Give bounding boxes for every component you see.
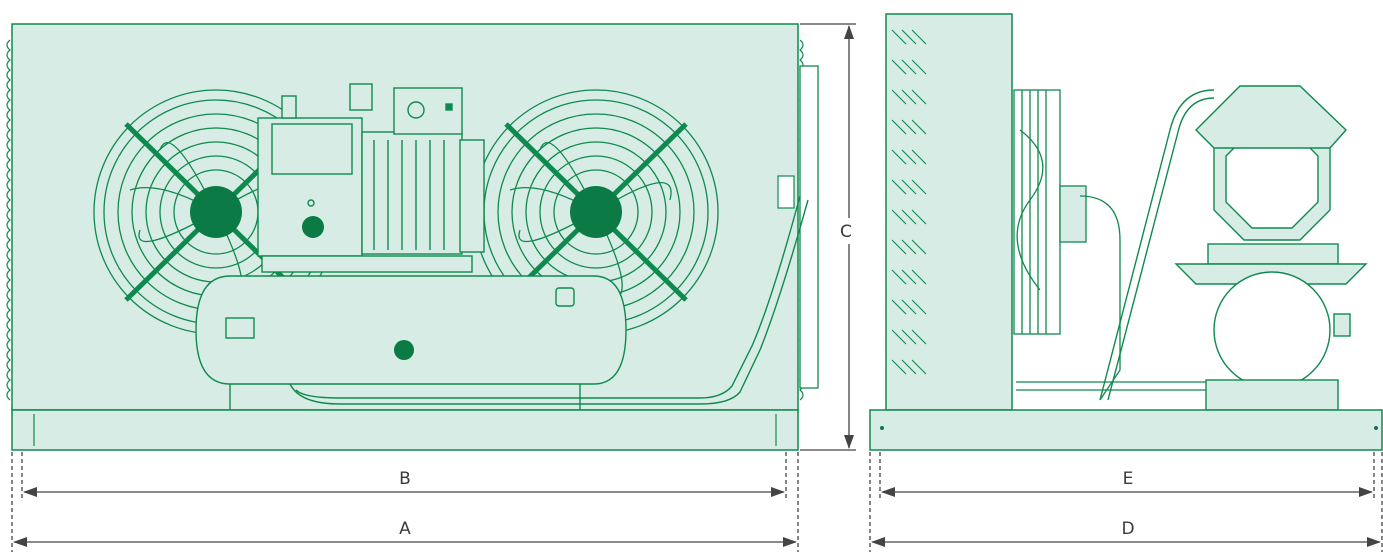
dimension-B-label: B [399, 469, 411, 489]
dimension-lines [11, 23, 1383, 552]
compressor-icon [257, 83, 485, 273]
receiver-tank-icon [195, 195, 809, 410]
dimension-E-label: E [1123, 469, 1134, 489]
side-coil [885, 13, 1013, 411]
side-base [869, 409, 1383, 451]
suction-pipe [1099, 89, 1215, 401]
coil-slats [891, 29, 927, 375]
dimension-A-label: A [399, 519, 411, 539]
dimension-D-label: D [1121, 519, 1134, 539]
side-bracket [799, 65, 819, 389]
dimension-C-label: C [840, 222, 852, 242]
side-compressor-icon [1174, 85, 1368, 411]
base-rail [11, 409, 799, 451]
side-fan-icon [1013, 89, 1121, 401]
side-view [869, 13, 1383, 451]
front-view [6, 23, 819, 451]
